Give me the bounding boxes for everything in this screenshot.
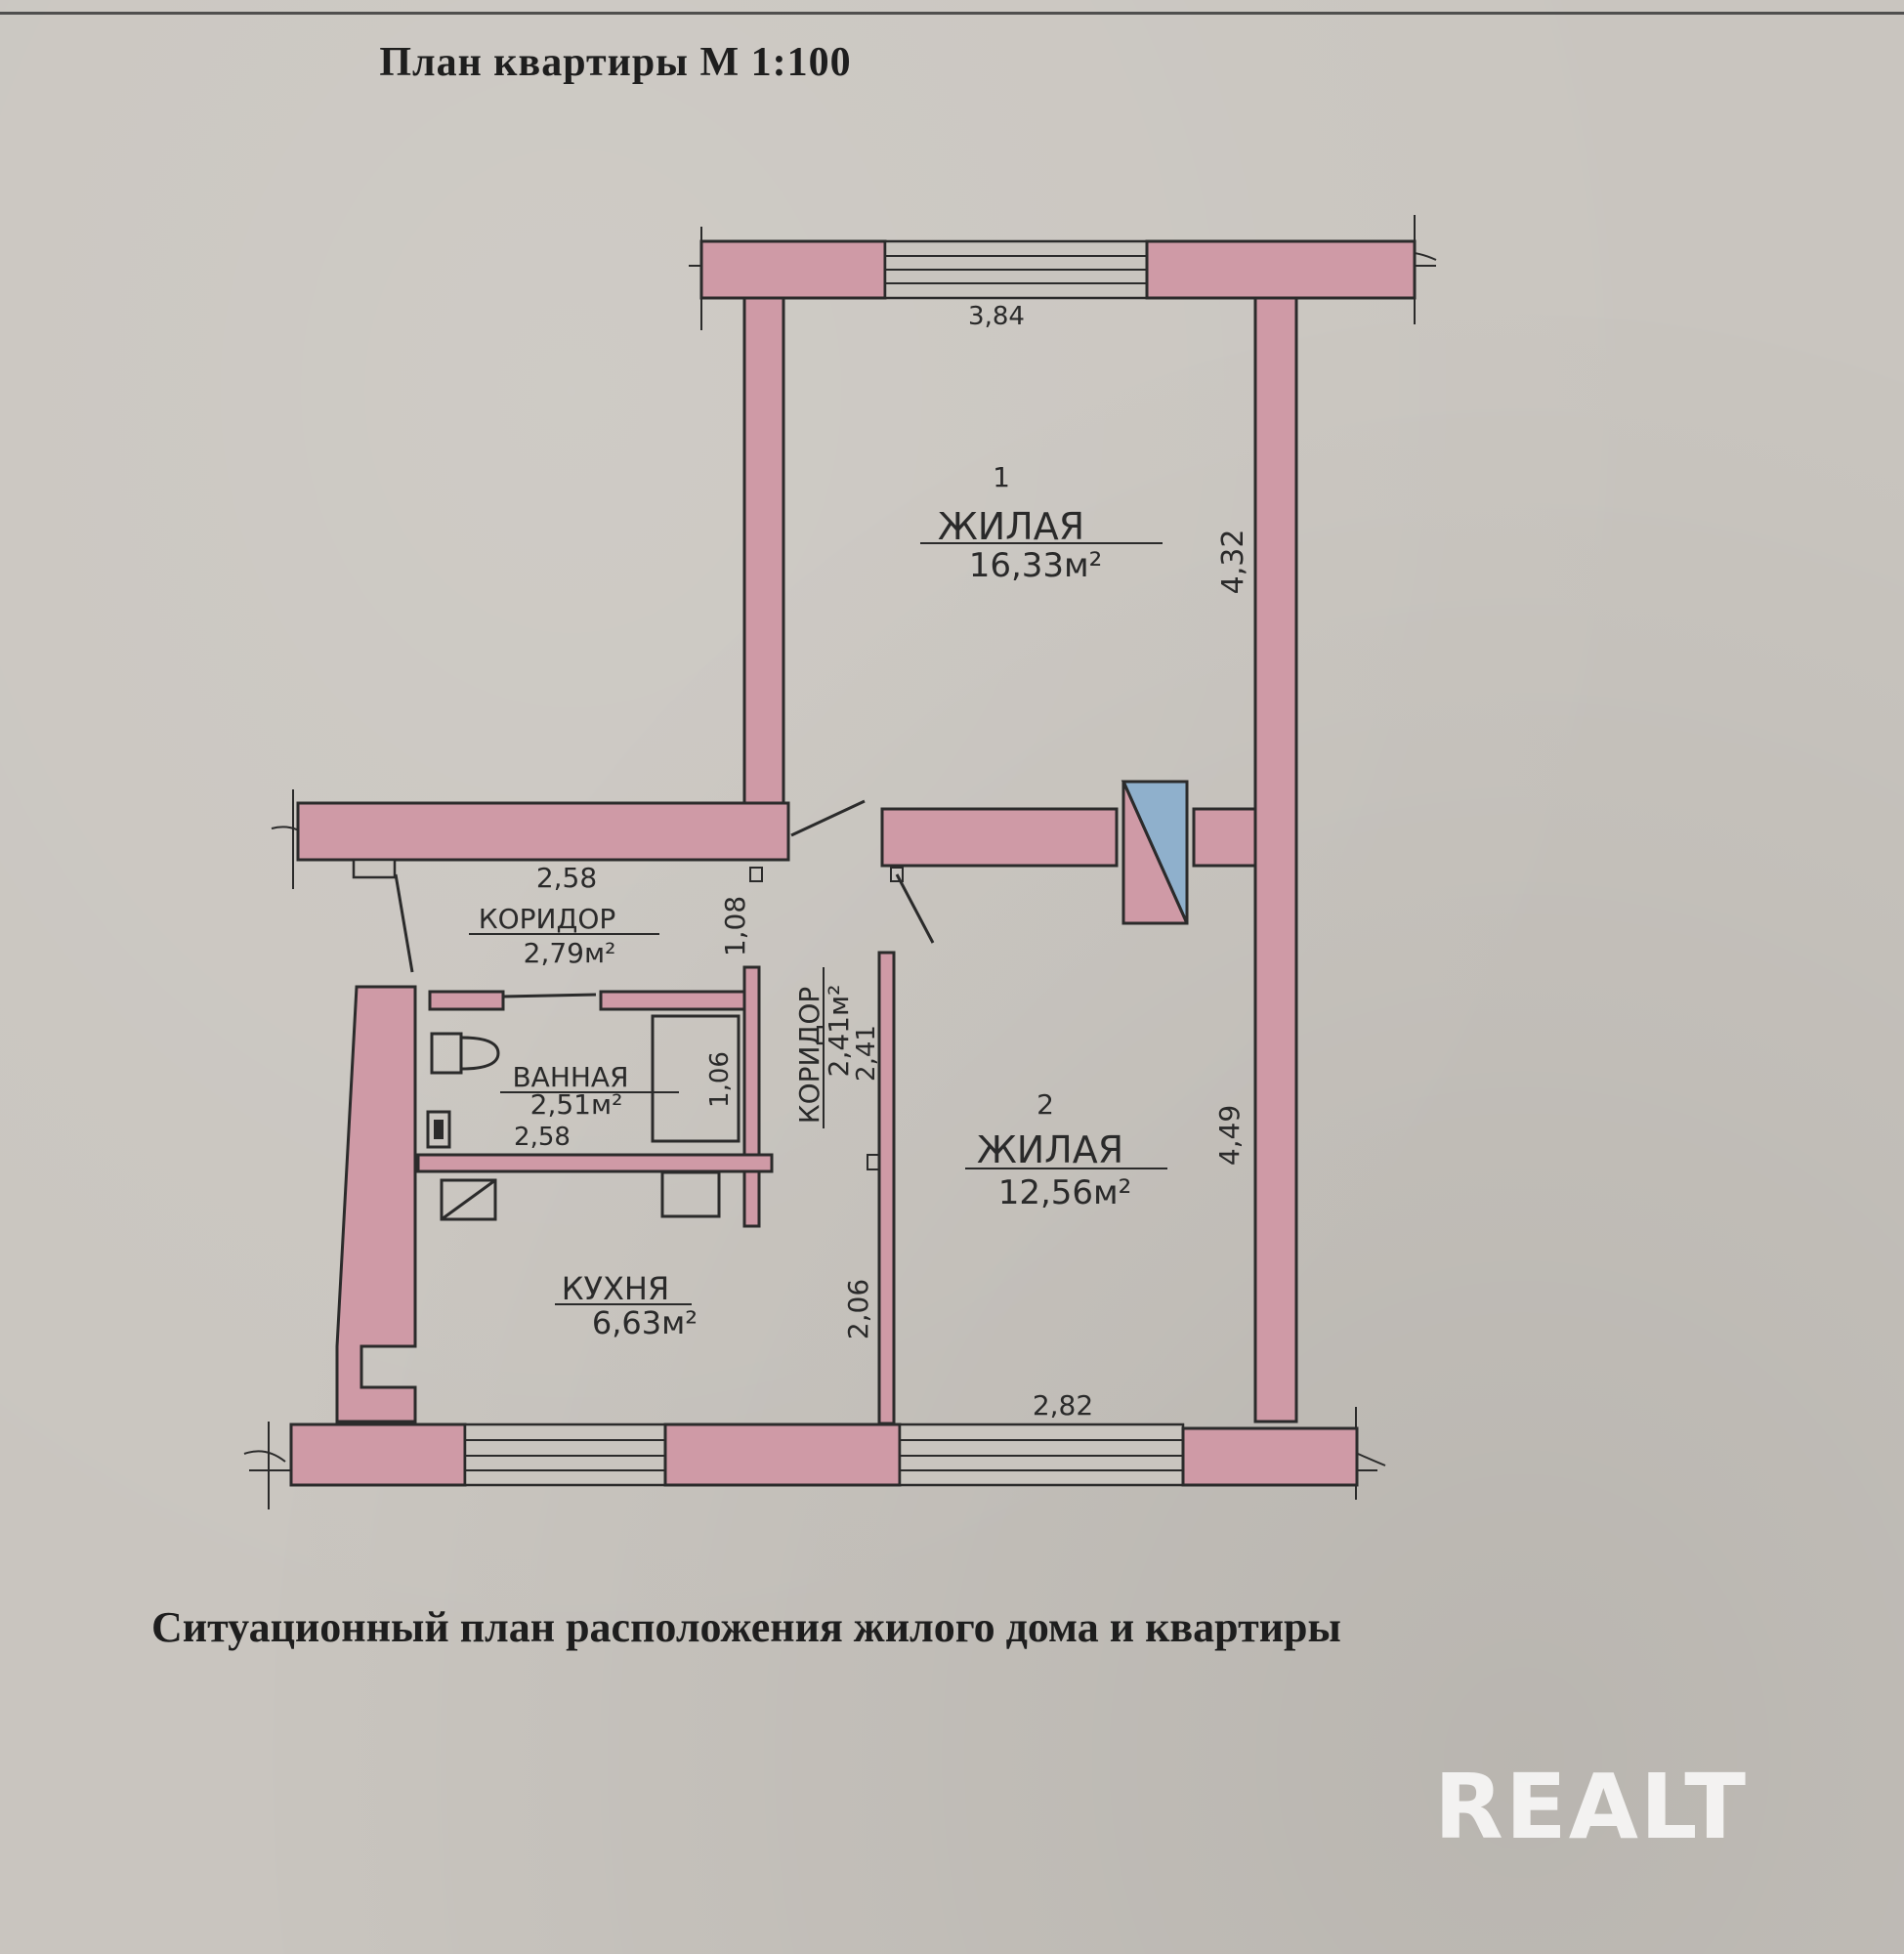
bathtub (651, 1014, 740, 1143)
door-swing-bath (502, 993, 597, 998)
svg-text:КУХНЯ: КУХНЯ (562, 1270, 669, 1307)
dim-bath-height: 1,06 (705, 1051, 735, 1108)
svg-text:2,51м²: 2,51м² (530, 1088, 623, 1121)
dim-top-width: 3,84 (968, 302, 1025, 331)
room-1-label: 1 ЖИЛАЯ 16,33м² (920, 461, 1163, 585)
svg-text:12,56м²: 12,56м² (998, 1173, 1132, 1212)
stove-icon (440, 1178, 497, 1221)
svg-text:КОРИДОР: КОРИДОР (793, 987, 825, 1125)
svg-text:ЖИЛАЯ: ЖИЛАЯ (977, 1128, 1123, 1171)
room-2-label: 2 ЖИЛАЯ 12,56м² (965, 1088, 1167, 1212)
svg-text:2,79м²: 2,79м² (524, 937, 616, 969)
bath-top-wall-right (599, 990, 747, 1011)
corridor2-partition (877, 951, 896, 1425)
svg-text:16,33м²: 16,33м² (969, 546, 1103, 585)
sink-drain (434, 1120, 444, 1139)
dim-bath-width: 2,58 (514, 1123, 571, 1152)
svg-text:2: 2 (1037, 1088, 1054, 1121)
dim-room2-width: 2,82 (1033, 1389, 1093, 1422)
toilet-icon (430, 1032, 500, 1075)
sink-icon (426, 1110, 451, 1149)
bath-top-wall-left (428, 990, 505, 1011)
svg-text:КОРИДОР: КОРИДОР (479, 903, 616, 935)
kitchen-label: КУХНЯ 6,63м² (555, 1270, 698, 1341)
svg-text:ВАННАЯ: ВАННАЯ (512, 1061, 628, 1093)
wall-mark (749, 867, 763, 882)
door-swing-entry (394, 873, 414, 973)
door-swing-room1 (790, 799, 866, 837)
corridor-label: КОРИДОР 2,79м² (469, 903, 659, 969)
door-swing-room2 (895, 873, 935, 944)
kitchen-sink (660, 1170, 721, 1218)
bathroom-label: ВАННАЯ 2,51м² (500, 1061, 679, 1121)
svg-text:ЖИЛАЯ: ЖИЛАЯ (938, 505, 1084, 548)
vent-mark (352, 858, 397, 879)
svg-text:6,63м²: 6,63м² (592, 1304, 698, 1341)
chimney (1121, 780, 1189, 925)
partition-mark (867, 1154, 880, 1170)
room2-top-wall-right (1192, 807, 1257, 868)
corridor-top-wall (296, 801, 790, 862)
dim-room2-height: 4,49 (1213, 1105, 1246, 1166)
top-rule (0, 12, 1904, 15)
kitchen-left-wall (335, 985, 417, 1423)
bottom-wall (289, 1423, 1359, 1487)
realt-logo: REALT (1434, 1755, 1749, 1859)
dim-corridor-height: 1,08 (719, 896, 751, 956)
room1-left-wall (742, 296, 785, 808)
bath-bottom-wall (416, 1153, 774, 1173)
dim-kitchen-height: 2,06 (842, 1279, 874, 1339)
plan-title: План квартиры М 1:100 (379, 40, 852, 85)
corridor2-label: КОРИДОР 2,41м² (793, 967, 855, 1128)
dim-corridor2-length: 2,41 (852, 1025, 881, 1082)
wall-mark (890, 867, 904, 882)
right-exterior-wall (1253, 296, 1298, 1423)
room2-top-wall (880, 807, 1119, 868)
top-wall (699, 239, 1417, 300)
svg-text:2,41м²: 2,41м² (823, 985, 855, 1078)
dim-corridor-width: 2,58 (536, 862, 597, 894)
dim-room1-height: 4,32 (1216, 530, 1250, 595)
bath-right-wall (742, 965, 761, 1228)
situation-plan-caption: Ситуационный план расположения жилого до… (151, 1603, 1341, 1651)
svg-text:1: 1 (993, 461, 1010, 493)
